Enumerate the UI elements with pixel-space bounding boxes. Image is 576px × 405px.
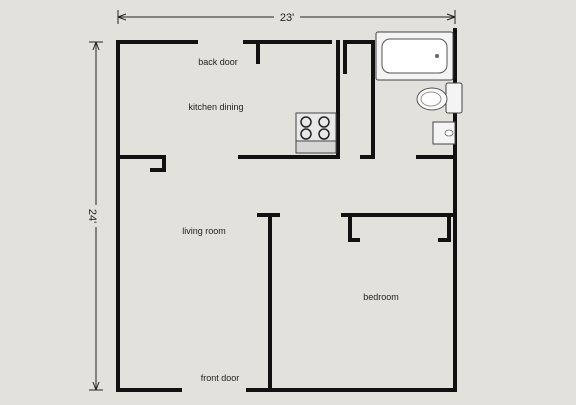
height-dimension: 24' — [86, 41, 103, 391]
living-room-label: living room — [182, 226, 226, 236]
front-door-label: front door — [201, 373, 240, 383]
walls — [116, 28, 457, 392]
toilet-icon — [416, 82, 463, 114]
height-label: 24' — [86, 209, 98, 223]
width-dimension: 23' — [117, 10, 456, 24]
kitchen-dining-label: kitchen dining — [188, 102, 243, 112]
bedroom-label: bedroom — [363, 292, 399, 302]
width-label: 23' — [280, 12, 294, 24]
sink-icon — [432, 121, 456, 145]
bathtub-icon — [375, 31, 454, 81]
back-door-label: back door — [198, 57, 238, 67]
stove-icon — [295, 112, 337, 154]
